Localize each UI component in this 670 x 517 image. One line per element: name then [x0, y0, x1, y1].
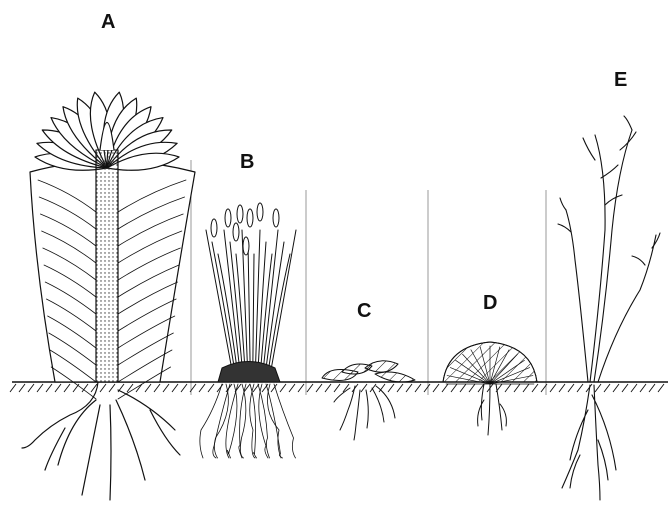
soil-surface [10, 382, 668, 392]
plant-b-seed-head [237, 205, 243, 223]
panel-label-a: A [101, 12, 115, 32]
panel-label-b: B [240, 152, 254, 172]
plant-b-seed-head [233, 223, 239, 241]
plant-e-drawing [558, 116, 660, 500]
plant-a-drawing [22, 92, 195, 500]
plant-d-drawing [443, 342, 537, 435]
plant-b-seed-head [243, 237, 249, 255]
plant-b-seed-head [273, 209, 279, 227]
plant-b-drawing [200, 203, 296, 458]
plant-b-seed-head [211, 219, 217, 237]
plant-b-seed-head [225, 209, 231, 227]
panel-label-e: E [614, 70, 627, 90]
plant-b-seed-head [257, 203, 263, 221]
plant-b-seed-head [247, 209, 253, 227]
panel-label-d: D [483, 293, 497, 313]
panel-label-c: C [357, 301, 371, 321]
plant-c-drawing [322, 361, 415, 440]
